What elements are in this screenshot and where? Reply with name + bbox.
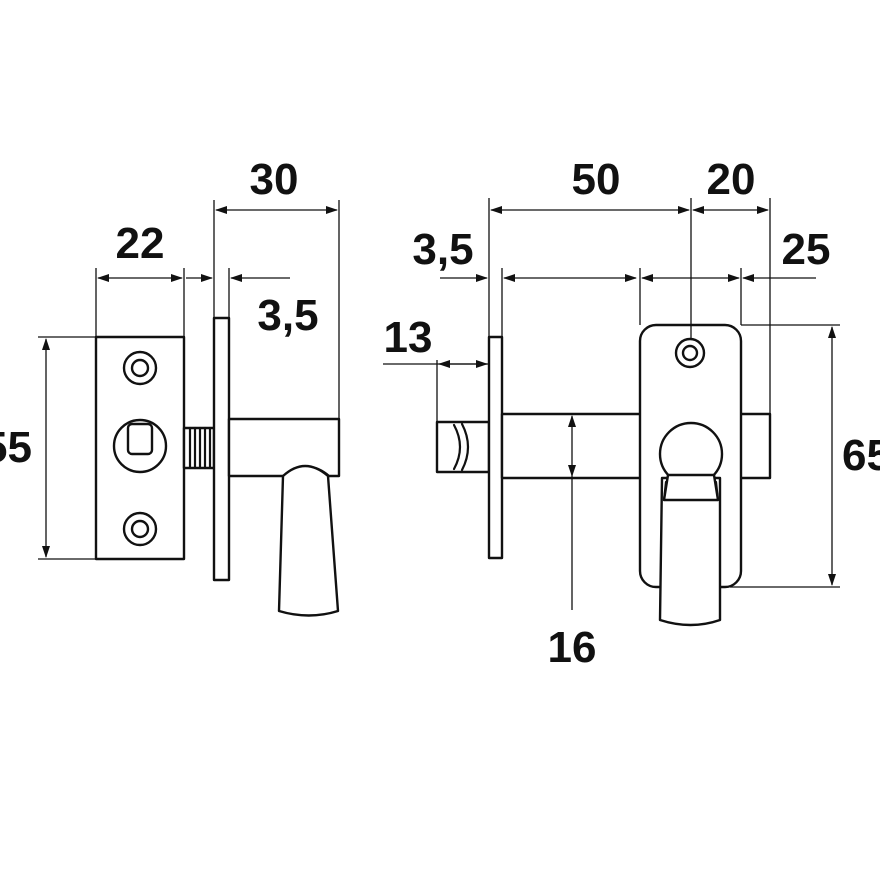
dim-label-65: 65 [842, 431, 880, 480]
dim-label-55: 55 [0, 423, 32, 472]
dim-label-50: 50 [572, 155, 621, 204]
dim-label-22: 22 [116, 219, 165, 268]
turn-knob [112, 418, 168, 474]
dim-label-3-5-side: 3,5 [257, 291, 318, 340]
screw-hole-top [122, 350, 158, 386]
handle-body [227, 417, 341, 478]
dim-label-16: 16 [548, 623, 597, 672]
screw-hole-bottom [122, 511, 158, 547]
side-view: 22 30 3,5 55 [0, 155, 341, 617]
rose-plate [212, 316, 231, 582]
front-view: 13 3,5 50 20 25 65 16 [383, 155, 880, 672]
front-rose-plate [487, 335, 504, 560]
escutcheon-screw [674, 337, 706, 369]
dim-label-13: 13 [384, 313, 433, 362]
dim-label-3-5-front: 3,5 [412, 225, 473, 274]
handle-lever [277, 464, 340, 617]
lever-handle [658, 476, 722, 627]
threaded-spindle [182, 426, 216, 470]
locking-pin [435, 420, 491, 474]
dim-label-20: 20 [707, 155, 756, 204]
dim-label-25: 25 [782, 225, 831, 274]
dim-label-30: 30 [250, 155, 299, 204]
